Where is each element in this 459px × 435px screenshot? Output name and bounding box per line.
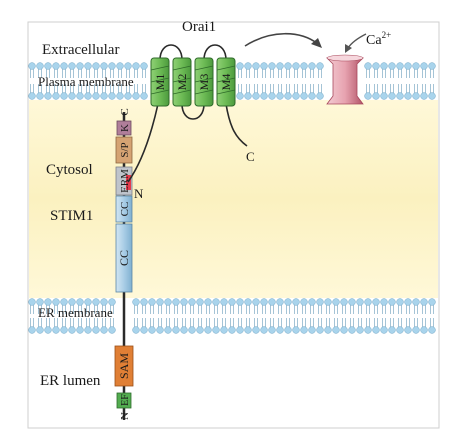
stim1-protein xyxy=(114,120,134,409)
stim1-k-domain xyxy=(116,120,132,136)
stim1-ef-label: EF xyxy=(120,394,131,406)
stim1-c-terminus-label: C xyxy=(119,108,131,115)
orai1-protein xyxy=(127,44,248,183)
orai1-helix-m2 xyxy=(172,57,192,107)
orai1-helix-m1-label: M1 xyxy=(153,74,167,91)
orai1-c-terminus-label: C xyxy=(246,149,255,164)
orai1-helix-m4 xyxy=(216,57,236,107)
orai1-helix-m2-label: M2 xyxy=(175,74,189,91)
orai1-helix-m3 xyxy=(194,57,214,107)
stim1-sp-domain xyxy=(115,136,133,164)
stim1-sp-label: S/P xyxy=(119,142,131,157)
stim1-n-marker xyxy=(126,175,131,190)
orai1-loop-m1-m2 xyxy=(159,44,183,61)
orai1-c-terminus-tail xyxy=(225,103,248,147)
orai1-label: Orai1 xyxy=(182,19,216,35)
stim1-cc2-label: CC xyxy=(117,250,131,266)
stim1-cc2-domain xyxy=(115,223,133,293)
stim1-sam-label: SAM xyxy=(117,353,131,379)
stim1-k-label: K xyxy=(119,124,131,132)
extracellular-label: Extracellular xyxy=(42,42,119,58)
stim1-ef-domain xyxy=(116,392,132,409)
calcium-ion-label: Ca2+ xyxy=(366,30,391,48)
stim1-sam-domain xyxy=(114,345,134,387)
stim1-label: STIM1 xyxy=(50,208,93,224)
orai1-helix-m1 xyxy=(150,57,170,107)
plasma-membrane-label: Plasma membrane xyxy=(38,74,134,89)
orai1-n-terminus-tail xyxy=(127,103,159,183)
er-membrane-bilayer xyxy=(28,298,436,334)
er-membrane-label: ER membrane xyxy=(38,305,113,320)
calcium-arrowhead xyxy=(345,44,352,53)
orai1-n-terminus-label: N xyxy=(134,186,144,201)
orai1-loop-m2-m3 xyxy=(181,103,205,120)
stim1-cc1-domain xyxy=(115,195,133,223)
signal-arrow xyxy=(244,32,319,47)
er-lumen-label: ER lumen xyxy=(40,373,101,389)
orai1-helix-m3-label: M3 xyxy=(197,74,211,91)
stim1-n-terminus-label: N xyxy=(119,412,131,420)
stim1-erm-label: ERM xyxy=(119,169,131,193)
orai1-helix-m4-label: M4 xyxy=(219,74,233,91)
signal-arrowhead xyxy=(311,38,322,48)
calcium-channel xyxy=(326,54,364,105)
stim1-cc1-label: CC xyxy=(119,202,131,217)
plasma-membrane-bilayer xyxy=(28,62,436,100)
cytosol-region xyxy=(29,100,438,298)
cytosol-label: Cytosol xyxy=(46,162,93,178)
orai1-loop-m3-m4 xyxy=(203,44,227,61)
